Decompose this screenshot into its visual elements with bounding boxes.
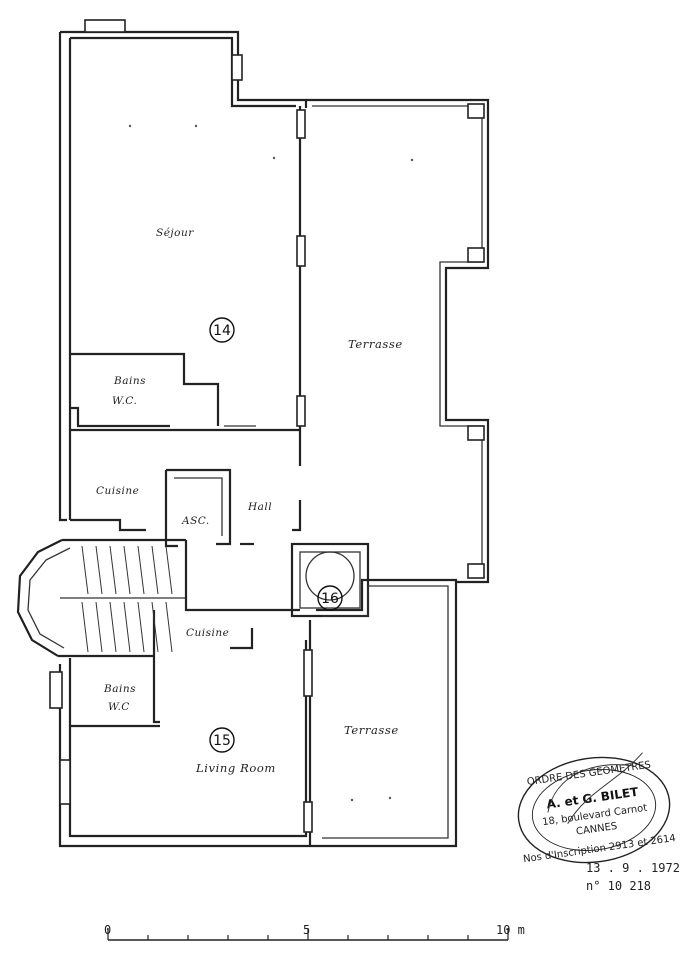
wall-lower-north <box>184 540 300 612</box>
wall-asc-west <box>164 470 178 548</box>
dot <box>194 124 198 128</box>
stair-tread <box>109 601 117 653</box>
room-label-terrasse-upper: Terrasse <box>348 337 403 351</box>
glazing-1 <box>296 109 306 139</box>
unit-circle <box>209 727 235 753</box>
dot <box>388 796 392 800</box>
wall-terrasse-lower-inner <box>322 585 449 839</box>
unit-circle <box>317 585 343 611</box>
window-north <box>84 19 126 33</box>
window-lower-2 <box>59 759 71 805</box>
stair-treads <box>81 545 173 653</box>
stair-tread <box>137 601 145 653</box>
scale-bar: 0 5 10 m <box>104 923 525 941</box>
unit-14: 14 <box>209 317 235 343</box>
pencil-marks <box>128 124 414 802</box>
stair-tread <box>123 601 131 653</box>
wall-north-upper-inner <box>70 36 296 108</box>
stair-tread <box>81 601 89 653</box>
stair-tread <box>151 545 159 595</box>
wall-north-upper <box>60 30 308 108</box>
signature-scribble <box>547 752 643 825</box>
reference-number: n° 10 218 <box>586 879 651 893</box>
room-label-living-room: Living Room <box>195 761 276 775</box>
unit-number-16: 16 <box>321 591 339 607</box>
scale-label-0: 0 <box>104 923 111 937</box>
glazing-lower-2 <box>303 801 313 833</box>
stair-bay-inner <box>27 547 71 649</box>
pillar-2 <box>467 247 485 263</box>
stair-tread <box>165 545 173 595</box>
room-label-sejour: Séjour <box>156 227 194 239</box>
stair-tread <box>95 545 103 595</box>
window-lower-1 <box>49 671 63 709</box>
dot <box>410 158 414 162</box>
room-label-terrasse-lower: Terrasse <box>344 723 399 737</box>
unit-16: 16 <box>317 585 343 611</box>
stamp-date: 13 . 9 . 1972 <box>586 861 680 875</box>
room-label-wc-upper: W.C. <box>112 395 137 407</box>
wall-asc-inner <box>174 477 223 536</box>
wall-cuisine-lower <box>230 628 254 650</box>
wall-lower-outer <box>68 640 308 838</box>
room-label-cuisine-lower: Cuisine <box>186 627 229 639</box>
glazing-lower-1 <box>303 649 313 697</box>
stamp-arc-text: ORDRE DES GEOMETRES <box>526 760 651 788</box>
room-label-bains-lower: Bains <box>103 683 136 695</box>
wall-cuisine-south <box>70 518 146 532</box>
room-label-cuisine-upper: Cuisine <box>96 485 139 497</box>
stamp-outer-ring <box>517 756 671 864</box>
spiral-stair-circle <box>305 551 355 601</box>
pillar-3 <box>467 425 485 441</box>
unit-15: 15 <box>209 727 235 753</box>
walls <box>16 19 490 848</box>
stair-tread <box>137 545 145 595</box>
room-label-hall: Hall <box>247 501 272 513</box>
wall-terrasse-upper-outer <box>306 98 490 584</box>
pillar-1 <box>467 103 485 119</box>
wall-hall-east <box>292 500 302 532</box>
wall-bains-upper-top <box>70 352 220 426</box>
wall-terrasse-lower-outer <box>316 578 458 848</box>
room-label-wc-lower: W.C <box>108 701 130 713</box>
dot <box>272 156 276 160</box>
stair-bay-outer <box>16 539 63 657</box>
stair-tread <box>165 601 173 653</box>
scale-label-5: 5 <box>303 923 310 937</box>
wall-lower-outer-2 <box>58 664 316 848</box>
stair-tread <box>95 601 103 653</box>
room-label-asc: ASC. <box>181 515 210 527</box>
pillar-4 <box>467 563 485 579</box>
unit-number-15: 15 <box>213 733 231 749</box>
surveyor-stamp: ORDRE DES GEOMETRES A. et G. BILET 18, b… <box>517 752 677 865</box>
stair-tread <box>151 601 159 653</box>
wall-asc <box>166 468 232 546</box>
window-ne <box>231 54 243 81</box>
glazing-2 <box>296 235 306 267</box>
dot <box>128 124 132 128</box>
scale-ticks <box>107 928 509 940</box>
stamp-city: CANNES <box>575 821 618 838</box>
wall-bains-upper-bottom <box>70 406 170 428</box>
wall-lower-bains-east <box>152 610 160 724</box>
stair-tread <box>81 545 89 595</box>
glazing-3 <box>296 395 306 427</box>
stair-tread <box>123 545 131 595</box>
scale-label-10: 10 m <box>496 923 525 937</box>
stamp-inner-ring <box>531 769 657 851</box>
stair-tread <box>109 545 117 595</box>
dot <box>350 798 354 802</box>
wall-west-upper <box>58 32 67 522</box>
unit-number-14: 14 <box>213 323 231 339</box>
unit-circle <box>209 317 235 343</box>
room-label-bains-upper: Bains <box>113 375 146 387</box>
